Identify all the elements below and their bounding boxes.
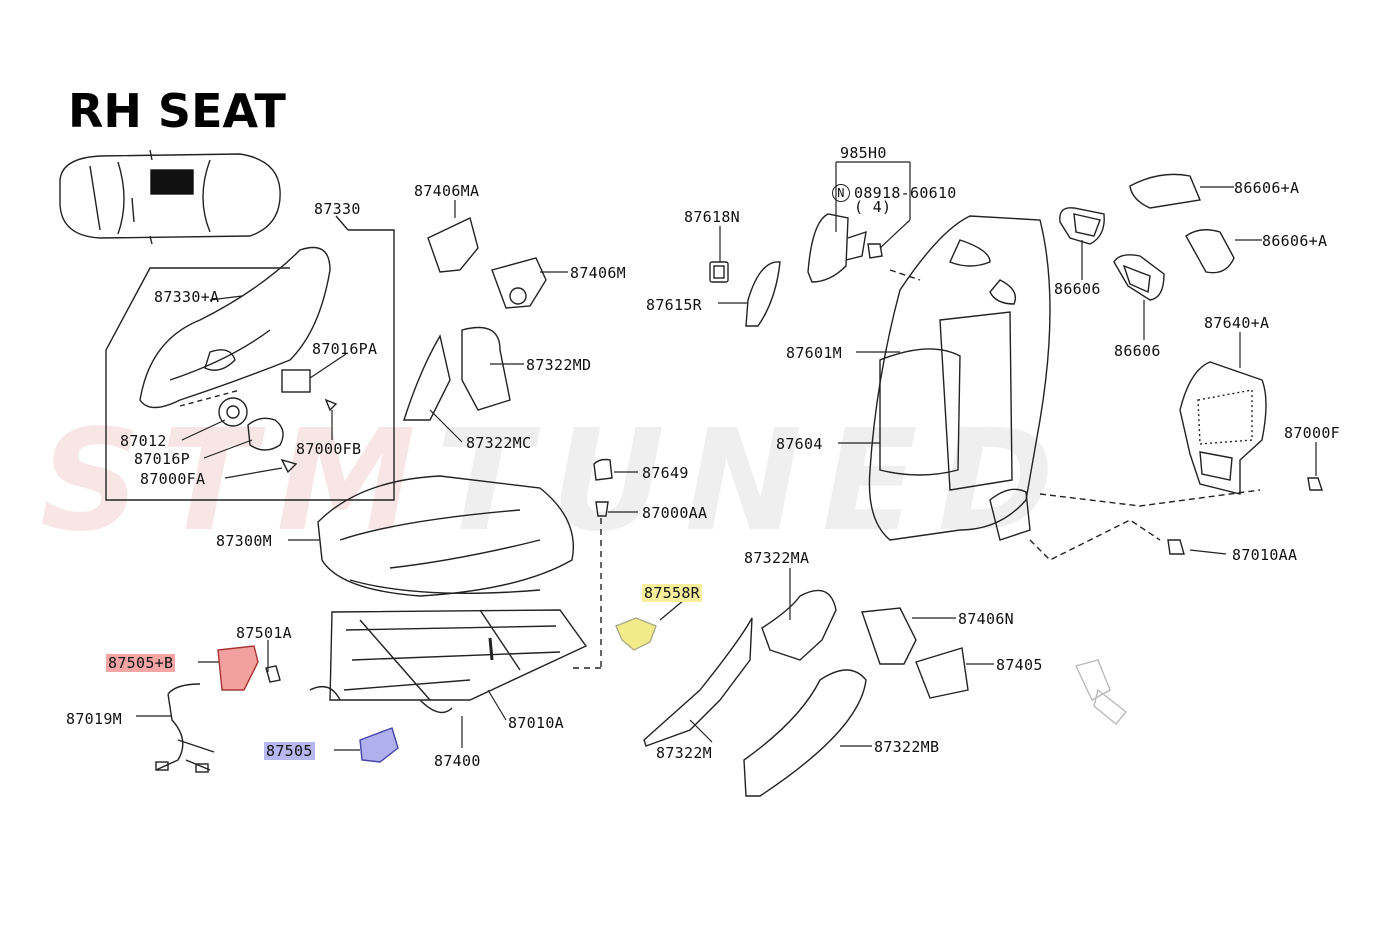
label-87010a: 87010A <box>508 714 564 732</box>
label-87012: 87012 <box>120 432 167 450</box>
label-87400: 87400 <box>434 752 481 770</box>
label-87406ma: 87406MA <box>414 182 480 200</box>
label-87330: 87330 <box>314 200 361 218</box>
label-87640a: 87640+A <box>1204 314 1270 332</box>
watermark-right: TUNED <box>435 400 1074 563</box>
watermark: STMTUNED <box>40 400 1074 563</box>
label-87322ma: 87322MA <box>744 549 810 567</box>
label-87505: 87505 <box>264 742 315 760</box>
label-87601m: 87601M <box>786 344 842 362</box>
seat-switch-parts <box>709 261 781 327</box>
backrest-frame-group <box>105 215 395 501</box>
seat-harness-brackets <box>861 607 969 699</box>
label-87505b: 87505+B <box>106 654 176 672</box>
label-87330a: 87330+A <box>154 288 220 306</box>
seat-side-cover <box>359 727 399 763</box>
screw-87501a <box>265 665 281 683</box>
label-87000f: 87000F <box>1284 424 1340 442</box>
label-87618n: 87618N <box>684 208 740 226</box>
label-87615r: 87615R <box>646 296 702 314</box>
car-top-view-icon <box>59 149 281 245</box>
page-title: RH SEAT <box>68 84 286 138</box>
seat-cushion-and-frame <box>309 475 588 714</box>
seat-side-cover-rh <box>217 645 259 691</box>
label-86606a-1: 86606+A <box>1234 179 1300 197</box>
label-87300m: 87300M <box>216 532 272 550</box>
seat-cover-clip <box>615 617 657 651</box>
label-87501a: 87501A <box>236 624 292 642</box>
label-87010aa: 87010AA <box>1232 546 1298 564</box>
leader-lines <box>136 161 1317 751</box>
label-86606a-2: 86606+A <box>1262 232 1328 250</box>
label-87016p: 87016P <box>134 450 190 468</box>
seat-belt-guide-covers <box>1059 173 1235 301</box>
seat-finisher-parts <box>643 589 867 797</box>
seat-belt-buckle-icon <box>1075 659 1127 725</box>
wire-harness <box>155 683 215 773</box>
label-87000fa: 87000FA <box>140 470 206 488</box>
label-nut-symbol: N <box>832 184 850 202</box>
label-86606-1: 86606 <box>1054 280 1101 298</box>
label-87406m: 87406M <box>570 264 626 282</box>
label-08918-60610: 08918-60610 <box>854 184 957 202</box>
label-87558r: 87558R <box>642 584 702 602</box>
label-87019m: 87019M <box>66 710 122 728</box>
label-08918-qty: ( 4) <box>854 198 892 216</box>
label-87406n: 87406N <box>958 610 1014 628</box>
seatback-panel <box>1167 361 1323 555</box>
side-airbag-module <box>807 213 883 283</box>
label-87016pa: 87016PA <box>312 340 378 358</box>
label-86606-2: 86606 <box>1114 342 1161 360</box>
label-87000aa: 87000AA <box>642 504 708 522</box>
label-87322mb: 87322MB <box>874 738 940 756</box>
label-87604: 87604 <box>776 435 823 453</box>
label-87405: 87405 <box>996 656 1043 674</box>
label-87649: 87649 <box>642 464 689 482</box>
seat-backrest <box>868 215 1261 561</box>
seat-bracket-parts <box>403 217 547 421</box>
cushion-stopper-parts <box>570 458 613 669</box>
label-87322m: 87322M <box>656 744 712 762</box>
label-87000fb: 87000FB <box>296 440 362 458</box>
label-87322mc: 87322MC <box>466 434 532 452</box>
label-985h0: 985H0 <box>840 144 887 162</box>
label-87322md: 87322MD <box>526 356 592 374</box>
